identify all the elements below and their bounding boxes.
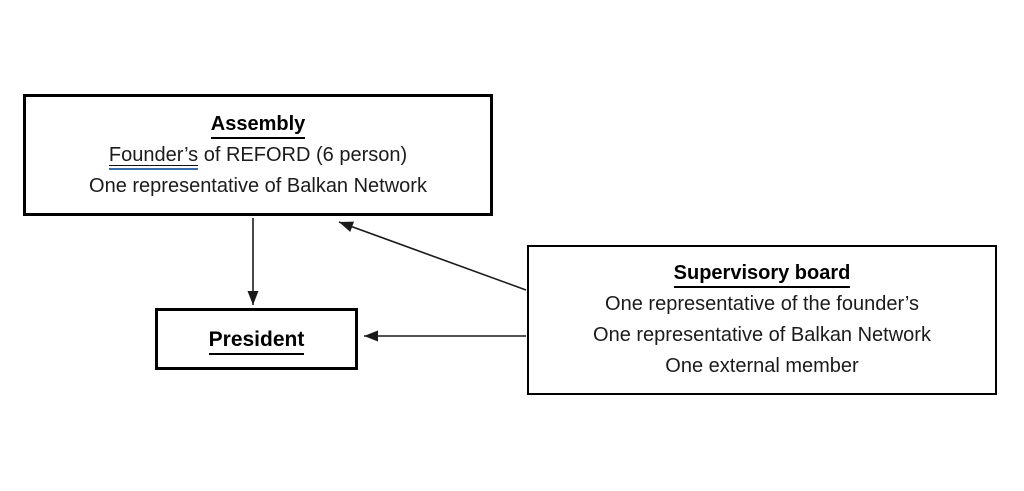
president-box: President (155, 308, 358, 370)
assembly-title-text: Assembly (210, 112, 306, 139)
assembly-members-rest-text: of REFORD (6 person) (198, 143, 408, 166)
supervisory-member-3: One external member (665, 355, 859, 377)
assembly-founders-text: Founder’s (108, 143, 199, 166)
president-title-text: President (208, 328, 305, 355)
supervisory-board-title: Supervisory board (673, 258, 851, 289)
supervisory-board-box: Supervisory board One representative of … (527, 245, 997, 395)
assembly-title: Assembly (210, 109, 306, 140)
supervisory-member-2: One representative of Balkan Network (593, 324, 931, 346)
assembly-representative-line: One representative of Balkan Network (89, 174, 427, 197)
assembly-members-line: Founder’s of REFORD (6 person) (108, 140, 408, 171)
supervisory-board-title-text: Supervisory board (673, 261, 851, 288)
arrow-supervisory-to-assembly (338, 221, 527, 291)
president-title: President (208, 324, 305, 355)
supervisory-member-1: One representative of the founder’s (605, 293, 919, 315)
grammar-underline-mark: Founder’s (108, 143, 199, 170)
assembly-box: Assembly Founder’s of REFORD (6 person) … (23, 94, 493, 216)
